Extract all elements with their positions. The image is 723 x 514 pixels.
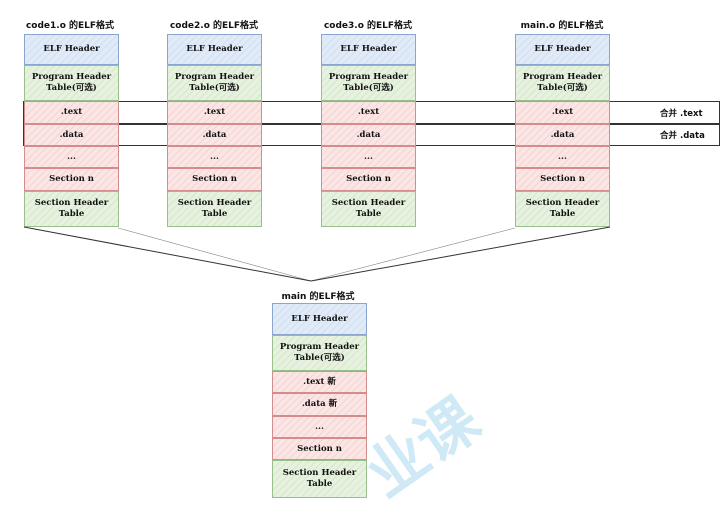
merge-data-label: 合并 .data [660, 131, 705, 141]
result-title: main 的ELF格式 [281, 292, 355, 302]
result-elf-header-box: ELF Header [272, 303, 367, 335]
result-text-section-box: .text 新 [272, 371, 367, 393]
elf-header-box: ELF Header [515, 34, 610, 65]
data-section-box: .data [515, 124, 610, 146]
ellipsis-section-box: ... [321, 146, 416, 168]
section-n-box: Section n [321, 168, 416, 191]
section-n-box: Section n [24, 168, 119, 191]
column-title-code3: code3.o 的ELF格式 [323, 21, 413, 31]
watermark: 业课 [353, 384, 493, 512]
text-section-box: .text [321, 101, 416, 124]
elf-header-box: ELF Header [321, 34, 416, 65]
section-n-box: Section n [515, 168, 610, 191]
result-data-section-box: .data 新 [272, 393, 367, 416]
section-header-table-box: Section Header Table [167, 191, 262, 227]
program-header-box: Program Header Table(可选) [515, 65, 610, 101]
data-section-box: .data [321, 124, 416, 146]
column-title-main-o: main.o 的ELF格式 [520, 21, 604, 31]
column-title-code2: code2.o 的ELF格式 [169, 21, 259, 31]
result-section-header-table-box: Section Header Table [272, 460, 367, 498]
section-header-table-box: Section Header Table [515, 191, 610, 227]
column-title-code1: code1.o 的ELF格式 [25, 21, 115, 31]
result-program-header-box: Program Header Table(可选) [272, 335, 367, 371]
program-header-box: Program Header Table(可选) [321, 65, 416, 101]
ellipsis-section-box: ... [167, 146, 262, 168]
elf-header-box: ELF Header [167, 34, 262, 65]
elf-linking-diagram: code1.o 的ELF格式 code2.o 的ELF格式 code3.o 的E… [23, 21, 720, 511]
program-header-box: Program Header Table(可选) [24, 65, 119, 101]
merge-text-label: 合并 .text [660, 109, 703, 119]
section-header-table-box: Section Header Table [321, 191, 416, 227]
program-header-box: Program Header Table(可选) [167, 65, 262, 101]
ellipsis-section-box: ... [515, 146, 610, 168]
ellipsis-section-box: ... [24, 146, 119, 168]
result-ellipsis-section-box: ... [272, 416, 367, 438]
result-section-n-box: Section n [272, 438, 367, 460]
elf-header-box: ELF Header [24, 34, 119, 65]
text-section-box: .text [167, 101, 262, 124]
section-n-box: Section n [167, 168, 262, 191]
data-section-box: .data [167, 124, 262, 146]
text-section-box: .text [24, 101, 119, 124]
data-section-box: .data [24, 124, 119, 146]
text-section-box: .text [515, 101, 610, 124]
section-header-table-box: Section Header Table [24, 191, 119, 227]
